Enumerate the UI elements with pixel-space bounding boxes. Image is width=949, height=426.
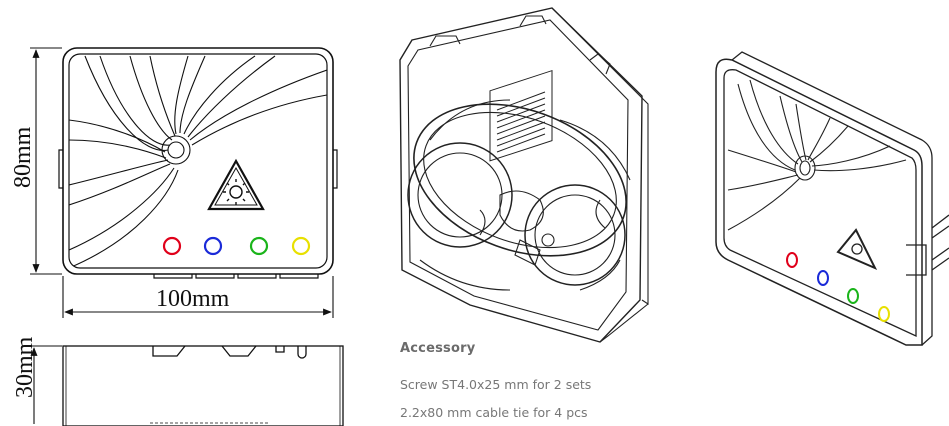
indicator-blue — [203, 236, 223, 256]
height-label: 80mm — [10, 126, 36, 188]
front-view — [58, 47, 338, 279]
laser-warning-icon-iso — [836, 228, 878, 271]
front-isometric-view — [715, 51, 949, 346]
height-dimension — [30, 47, 62, 275]
side-view — [62, 345, 344, 426]
indicator-yellow — [291, 236, 311, 256]
indicator-green-iso — [847, 288, 859, 304]
indicator-red-iso — [786, 252, 798, 268]
indicator-red — [162, 236, 182, 256]
interior-isometric-view — [399, 7, 649, 343]
laser-warning-icon — [207, 158, 265, 211]
depth-label: 30mm — [12, 336, 38, 398]
accessory-item-cable-tie: 2.2x80 mm cable tie for 4 pcs — [400, 405, 588, 420]
indicator-green — [249, 236, 269, 256]
indicator-blue-iso — [817, 270, 829, 286]
width-dimension — [62, 276, 334, 318]
accessory-item-screws: Screw ST4.0x25 mm for 2 sets — [400, 377, 592, 392]
swirl-pattern — [69, 55, 327, 268]
width-label: 100mm — [156, 286, 230, 312]
accessory-title: Accessory — [400, 341, 476, 356]
depth-dimension — [28, 345, 62, 424]
indicator-yellow-iso — [878, 306, 890, 322]
